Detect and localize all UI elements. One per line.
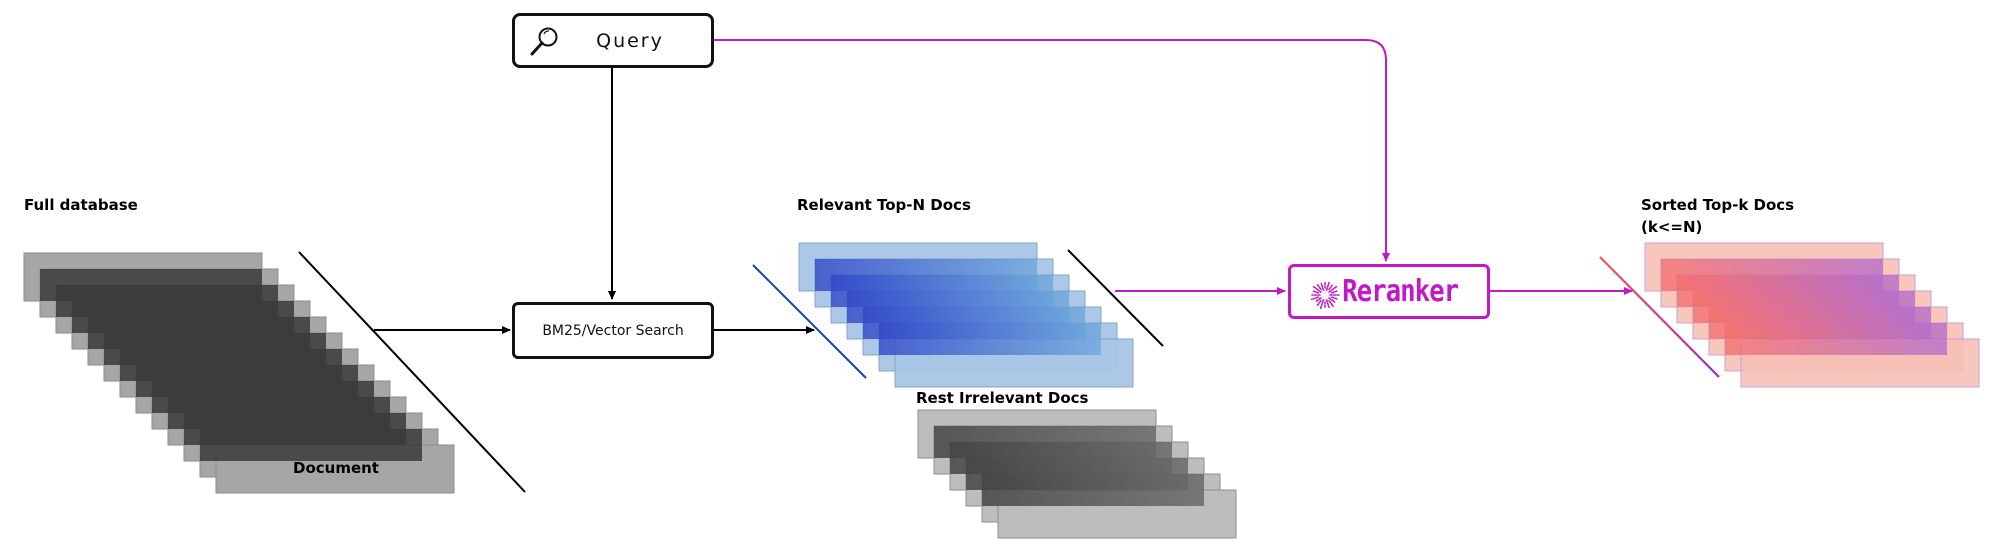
burst-ray bbox=[1312, 290, 1320, 294]
burst-ray bbox=[1330, 290, 1339, 294]
burst-ray bbox=[1316, 283, 1322, 291]
burst-ray bbox=[1310, 296, 1320, 301]
burst-ray bbox=[1328, 299, 1335, 308]
burst-ray bbox=[1328, 285, 1338, 293]
database-separator-line bbox=[298, 251, 526, 493]
query-to-reranker-arrow bbox=[714, 39, 1390, 262]
burst-ray bbox=[1314, 297, 1322, 303]
relevant-black-separator bbox=[1067, 249, 1164, 347]
sorted-docs-label: Sorted Top-k Docs bbox=[1641, 196, 1795, 214]
sorted-docs-stack bbox=[1644, 242, 1980, 388]
sorted-docs-sublabel: (k<=N) bbox=[1641, 218, 1703, 236]
burst-ray bbox=[1319, 298, 1325, 310]
vector-search-label: BM25/Vector Search bbox=[542, 322, 684, 339]
relevant-blue-separator bbox=[752, 264, 867, 379]
reranker-box[interactable]: Reranker bbox=[1288, 264, 1490, 319]
query-box[interactable]: Query bbox=[512, 13, 714, 68]
sorted-gradient-separator bbox=[1599, 256, 1720, 378]
relevant-docs-stack bbox=[798, 242, 1134, 388]
sorted-doc-card-shade bbox=[1725, 323, 1947, 355]
relevant-doc-card-shade bbox=[879, 323, 1101, 355]
burst-ray bbox=[1312, 285, 1322, 293]
query-label: Query bbox=[596, 29, 664, 52]
full-database-stack bbox=[23, 252, 455, 494]
reranker-label: Reranker bbox=[1341, 274, 1459, 309]
vector-search-box[interactable]: BM25/Vector Search bbox=[512, 302, 714, 359]
burst-ray bbox=[1316, 299, 1322, 307]
burst-ray bbox=[1320, 282, 1325, 292]
irrelevant-doc-card-shade bbox=[982, 474, 1204, 506]
burst-icon bbox=[1310, 280, 1340, 310]
relevant-docs-label: Relevant Top-N Docs bbox=[797, 196, 971, 214]
burst-ray bbox=[1328, 297, 1336, 303]
burst-ray bbox=[1325, 298, 1330, 309]
document-label: Document bbox=[293, 459, 379, 477]
magnifier-icon bbox=[530, 27, 558, 56]
irrelevant-docs-stack bbox=[917, 409, 1237, 539]
irrelevant-docs-label: Rest Irrelevant Docs bbox=[916, 389, 1089, 407]
database-doc-card-shade bbox=[200, 429, 422, 461]
full-database-label: Full database bbox=[24, 196, 138, 214]
burst-ray bbox=[1330, 296, 1339, 300]
burst-ray bbox=[1328, 284, 1333, 291]
burst-ray bbox=[1325, 281, 1330, 292]
